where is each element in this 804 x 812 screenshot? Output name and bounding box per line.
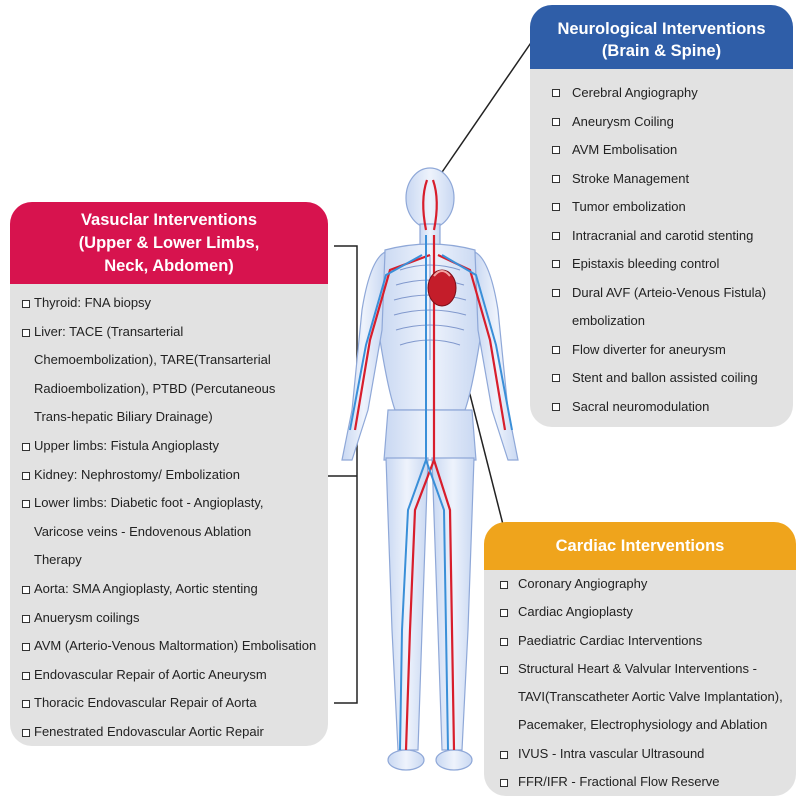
list-item: Anuerysm coilings xyxy=(22,604,322,633)
square-bullet-icon xyxy=(500,665,508,674)
list-item: Stroke Management xyxy=(552,165,785,194)
neurological-list: Cerebral Angiography Aneurysm Coiling AV… xyxy=(552,79,785,421)
list-item: Liver: TACE (Transarterial Chemoemboliza… xyxy=(22,318,304,432)
square-bullet-icon xyxy=(22,614,30,623)
square-bullet-icon xyxy=(552,288,560,297)
square-bullet-icon xyxy=(552,374,560,382)
list-item: Upper limbs: Fistula Angioplasty xyxy=(22,432,322,461)
square-bullet-icon xyxy=(552,117,560,126)
square-bullet-icon xyxy=(22,300,30,308)
list-item: Structural Heart & Valvular Intervention… xyxy=(500,655,790,740)
square-bullet-icon xyxy=(22,500,30,509)
square-bullet-icon xyxy=(500,750,508,759)
neuro-pointer-line xyxy=(437,17,549,179)
vascular-body: Thyroid: FNA biopsy Liver: TACE (Transar… xyxy=(10,284,328,746)
square-bullet-icon xyxy=(552,203,560,211)
list-item: Paediatric Cardiac Interventions xyxy=(500,627,790,655)
list-item: Aorta: SMA Angioplasty, Aortic stenting xyxy=(22,575,322,604)
square-bullet-icon xyxy=(552,260,560,268)
list-item: Sacral neuromodulation xyxy=(552,393,785,422)
square-bullet-icon xyxy=(500,779,508,788)
square-bullet-icon xyxy=(22,671,30,680)
vascular-list: Thyroid: FNA biopsy Liver: TACE (Transar… xyxy=(22,289,322,747)
list-item: Cardiac Angioplasty xyxy=(500,598,790,626)
list-item: Coronary Angiography xyxy=(500,570,790,598)
list-item: Aneurysm Coiling xyxy=(552,108,785,137)
list-item: Stent and ballon assisted coiling xyxy=(552,364,785,393)
square-bullet-icon xyxy=(500,609,508,618)
list-item: AVM Embolisation xyxy=(552,136,785,165)
neurological-panel: Neurological Interventions (Brain & Spin… xyxy=(530,5,793,427)
square-bullet-icon xyxy=(22,442,30,451)
square-bullet-icon xyxy=(552,345,560,354)
vascular-subtitle-1: (Upper & Lower Limbs, xyxy=(78,234,260,252)
human-circulatory-figure xyxy=(341,167,519,771)
neurological-header: Neurological Interventions (Brain & Spin… xyxy=(530,5,793,69)
square-bullet-icon xyxy=(552,174,560,183)
list-item: Intracranial and carotid stenting xyxy=(552,222,785,251)
list-item: Epistaxis bleeding control xyxy=(552,250,785,279)
veins xyxy=(349,235,513,751)
square-bullet-icon xyxy=(22,328,30,337)
square-bullet-icon xyxy=(22,700,30,709)
square-bullet-icon xyxy=(22,585,30,594)
square-bullet-icon xyxy=(552,146,560,154)
cardiac-header: Cardiac Interventions xyxy=(484,522,796,570)
list-item: IVUS - Intra vascular Ultrasound xyxy=(500,740,790,768)
cardiac-body: Coronary Angiography Cardiac Angioplasty… xyxy=(484,570,796,796)
vascular-subtitle-2: Neck, Abdomen) xyxy=(104,257,234,275)
cardiac-panel: Cardiac Interventions Coronary Angiograp… xyxy=(484,522,796,796)
heart-icon xyxy=(427,269,457,307)
list-item: Flow diverter for aneurysm xyxy=(552,336,785,365)
cardiac-list: Coronary Angiography Cardiac Angioplasty… xyxy=(500,570,790,796)
list-item: Thoracic Endovascular Repair of Aorta xyxy=(22,689,322,718)
vascular-bracket xyxy=(334,245,358,704)
vascular-panel: Vasuclar Interventions (Upper & Lower Li… xyxy=(10,202,328,746)
neurological-subtitle: (Brain & Spine) xyxy=(601,42,722,60)
square-bullet-icon xyxy=(22,728,30,737)
cardiac-title: Cardiac Interventions xyxy=(555,537,725,555)
vascular-title: Vasuclar Interventions xyxy=(80,211,258,229)
square-bullet-icon xyxy=(552,231,560,240)
square-bullet-icon xyxy=(552,402,560,411)
list-item: Tumor embolization xyxy=(552,193,785,222)
list-item: Dural AVF (Arteio-Venous Fistula) emboli… xyxy=(552,279,772,336)
list-item: Fenestrated Endovascular Aortic Repair xyxy=(22,718,322,747)
list-item: Thyroid: FNA biopsy xyxy=(22,289,322,318)
square-bullet-icon xyxy=(500,637,508,646)
square-bullet-icon xyxy=(22,471,30,480)
list-item: Cerebral Angiography xyxy=(552,79,785,108)
neurological-title: Neurological Interventions xyxy=(557,20,766,38)
list-item: AVM (Arterio-Venous Maltormation) Emboli… xyxy=(22,632,322,661)
square-bullet-icon xyxy=(552,89,560,97)
list-item: Lower limbs: Diabetic foot - Angioplasty… xyxy=(22,489,294,575)
vascular-header: Vasuclar Interventions (Upper & Lower Li… xyxy=(10,202,328,284)
body-silhouette xyxy=(341,167,519,771)
neurological-body: Cerebral Angiography Aneurysm Coiling AV… xyxy=(530,69,793,427)
list-item: FFR/IFR - Fractional Flow Reserve xyxy=(500,768,790,796)
square-bullet-icon xyxy=(500,581,508,589)
square-bullet-icon xyxy=(22,643,30,652)
list-item: Endovascular Repair of Aortic Aneurysm xyxy=(22,661,322,690)
list-item: Kidney: Nephrostomy/ Embolization xyxy=(22,461,322,490)
